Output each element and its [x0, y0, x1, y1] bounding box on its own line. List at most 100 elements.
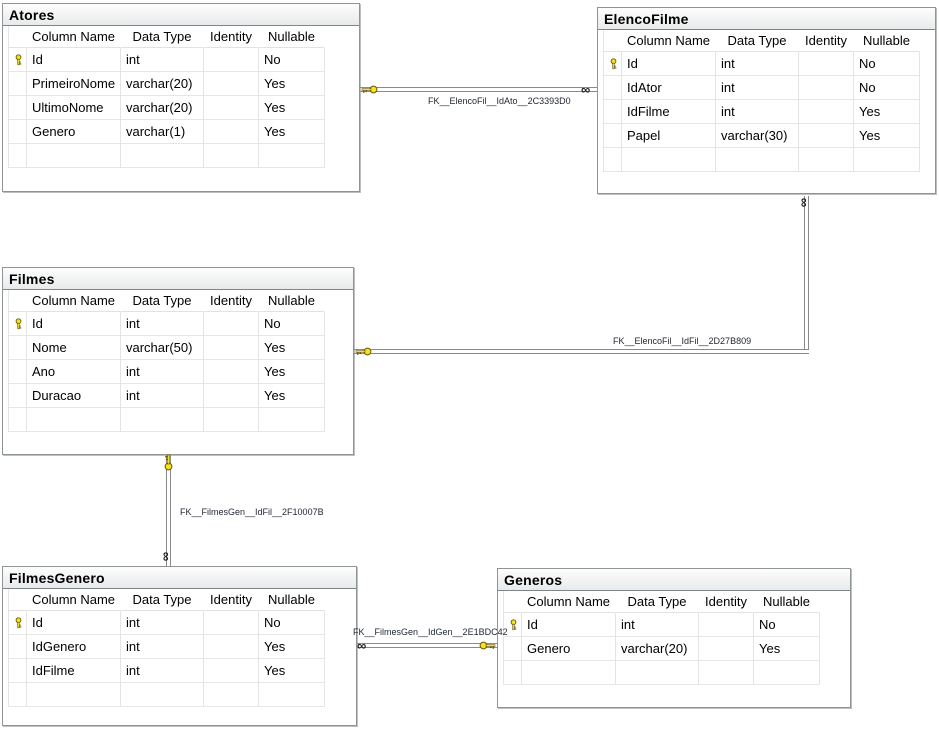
- table-generos[interactable]: Generos Column Name Data Type Identity N…: [497, 568, 851, 708]
- column-row[interactable]: IdFilme int Yes: [604, 100, 920, 124]
- identity-cell: [699, 613, 754, 637]
- data-type-cell: int: [121, 611, 204, 635]
- col-header-identity: Identity: [799, 30, 854, 52]
- identity-cell: [799, 100, 854, 124]
- row-selector: [504, 613, 522, 637]
- relationship-label: FK__FilmesGen__IdGen__2E1BDC42: [353, 627, 508, 637]
- column-name-cell: Genero: [522, 637, 616, 661]
- nullable-cell: Yes: [259, 336, 325, 360]
- column-row[interactable]: Id int No: [604, 52, 920, 76]
- column-row[interactable]: Papel varchar(30) Yes: [604, 124, 920, 148]
- primary-key-icon: [15, 317, 22, 329]
- table-filmes[interactable]: Filmes Column Name Data Type Identity Nu…: [2, 267, 354, 455]
- relationship-line[interactable]: [360, 87, 597, 92]
- relationship-label: FK__ElencoFil__IdAto__2C3393D0: [428, 96, 571, 106]
- empty-row[interactable]: [504, 661, 820, 685]
- key-end-icon: [479, 641, 496, 650]
- column-row[interactable]: Id int No: [9, 611, 325, 635]
- col-header-identity: Identity: [699, 591, 754, 613]
- column-row[interactable]: IdAtor int No: [604, 76, 920, 100]
- row-selector: [604, 100, 622, 124]
- row-selector: [604, 52, 622, 76]
- data-type-cell: int: [121, 384, 204, 408]
- empty-row[interactable]: [9, 683, 325, 707]
- relationship-line[interactable]: [354, 349, 809, 354]
- column-name-cell: IdAtor: [622, 76, 716, 100]
- nullable-cell: Yes: [259, 120, 325, 144]
- identity-cell: [799, 76, 854, 100]
- row-selector: [9, 120, 27, 144]
- row-selector: [9, 384, 27, 408]
- column-row[interactable]: Ano int Yes: [9, 360, 325, 384]
- identity-cell: [204, 120, 259, 144]
- column-name-cell: Duracao: [27, 384, 121, 408]
- table-atores[interactable]: Atores Column Name Data Type Identity Nu…: [2, 3, 360, 192]
- table-title[interactable]: Generos: [498, 569, 850, 591]
- col-header-nullable: Nullable: [259, 290, 325, 312]
- column-grid: Column Name Data Type Identity Nullable …: [8, 589, 325, 707]
- table-filmesgenero[interactable]: FilmesGenero Column Name Data Type Ident…: [2, 566, 357, 726]
- identity-cell: [204, 312, 259, 336]
- row-selector: [9, 611, 27, 635]
- column-row[interactable]: IdFilme int Yes: [9, 659, 325, 683]
- nullable-cell: No: [854, 76, 920, 100]
- table-title[interactable]: ElencoFilme: [598, 8, 935, 30]
- column-name-cell: Id: [522, 613, 616, 637]
- identity-cell: [204, 635, 259, 659]
- row-selector: [9, 336, 27, 360]
- column-name-cell: Id: [27, 48, 121, 72]
- data-type-cell: varchar(1): [121, 120, 204, 144]
- column-grid: Column Name Data Type Identity Nullable …: [603, 30, 920, 172]
- nullable-cell: Yes: [259, 384, 325, 408]
- row-selector: [9, 360, 27, 384]
- primary-key-icon: [15, 53, 22, 65]
- column-row[interactable]: Id int No: [9, 312, 325, 336]
- grid-header-row: Column Name Data Type Identity Nullable: [9, 589, 325, 611]
- relationship-line[interactable]: [804, 196, 809, 349]
- column-row[interactable]: Duracao int Yes: [9, 384, 325, 408]
- nullable-cell: Yes: [754, 637, 820, 661]
- nullable-cell: No: [259, 611, 325, 635]
- data-type-cell: int: [616, 613, 699, 637]
- empty-row[interactable]: [9, 408, 325, 432]
- column-row[interactable]: Id int No: [504, 613, 820, 637]
- empty-row[interactable]: [604, 148, 920, 172]
- column-row[interactable]: IdGenero int Yes: [9, 635, 325, 659]
- identity-cell: [204, 611, 259, 635]
- row-selector-header: [9, 589, 27, 611]
- col-header-type: Data Type: [616, 591, 699, 613]
- row-selector: [9, 312, 27, 336]
- identity-cell: [204, 659, 259, 683]
- table-title[interactable]: Atores: [3, 4, 359, 26]
- column-name-cell: Id: [622, 52, 716, 76]
- column-row[interactable]: Id int No: [9, 48, 325, 72]
- data-type-cell: int: [121, 312, 204, 336]
- empty-row[interactable]: [9, 144, 325, 168]
- infinity-icon: ∞: [797, 197, 813, 208]
- relationship-line[interactable]: [166, 455, 171, 566]
- column-grid: Column Name Data Type Identity Nullable …: [8, 26, 325, 168]
- relationship-label: FK__ElencoFil__IdFil__2D27B809: [613, 336, 752, 346]
- table-title[interactable]: Filmes: [3, 268, 353, 290]
- infinity-icon: ∞: [357, 638, 367, 653]
- nullable-cell: Yes: [854, 124, 920, 148]
- column-row[interactable]: Nome varchar(50) Yes: [9, 336, 325, 360]
- table-title[interactable]: FilmesGenero: [3, 567, 356, 589]
- data-type-cell: varchar(30): [716, 124, 799, 148]
- column-row[interactable]: Genero varchar(20) Yes: [504, 637, 820, 661]
- nullable-cell: Yes: [259, 96, 325, 120]
- identity-cell: [204, 48, 259, 72]
- table-elencofilme[interactable]: ElencoFilme Column Name Data Type Identi…: [597, 7, 936, 194]
- primary-key-icon: [15, 616, 22, 628]
- column-row[interactable]: UltimoNome varchar(20) Yes: [9, 96, 325, 120]
- relationship-line[interactable]: [357, 643, 497, 648]
- column-row[interactable]: Genero varchar(1) Yes: [9, 120, 325, 144]
- column-name-cell: Papel: [622, 124, 716, 148]
- col-header-nullable: Nullable: [259, 589, 325, 611]
- col-header-nullable: Nullable: [754, 591, 820, 613]
- row-selector: [9, 96, 27, 120]
- identity-cell: [204, 72, 259, 96]
- column-row[interactable]: PrimeiroNome varchar(20) Yes: [9, 72, 325, 96]
- nullable-cell: No: [259, 312, 325, 336]
